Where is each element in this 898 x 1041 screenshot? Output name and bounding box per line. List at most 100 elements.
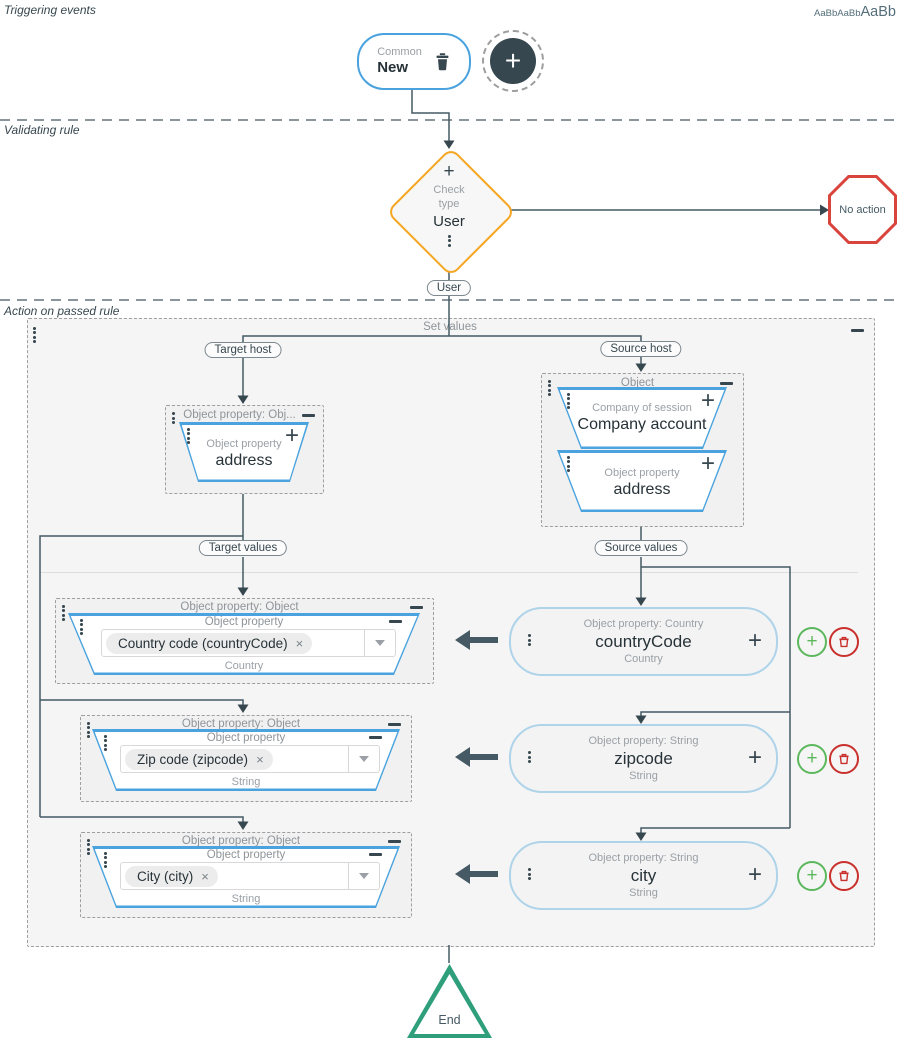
no-action-node[interactable]: No action [828,175,897,244]
remove-icon[interactable] [296,637,304,650]
end-node[interactable]: End [407,964,492,1038]
chip-label: Country code (countryCode) [118,635,288,651]
add-trigger-button[interactable]: + [482,30,544,92]
source-host-label: Source host [600,341,682,357]
remove-icon[interactable] [201,870,209,883]
node-menu-icon[interactable] [528,751,531,764]
drag-handle-icon[interactable] [87,722,90,738]
target-mapping-box[interactable]: Object property: Object Object property … [80,832,412,918]
collapse-icon[interactable] [720,382,733,385]
node-collapse-icon[interactable] [389,620,402,623]
collapse-icon[interactable] [410,606,423,609]
section-divider [0,119,898,121]
node-menu-icon[interactable] [567,393,570,409]
source-node-header: Object property: String [588,734,699,747]
container-drag-handle-icon[interactable] [33,327,36,343]
add-icon[interactable] [748,629,762,653]
dropdown-button[interactable] [348,863,379,889]
remove-icon[interactable] [256,753,264,766]
font-size-sample: AaBbAaBbAaBb [814,3,896,21]
add-icon[interactable] [748,746,762,770]
add-icon[interactable] [748,863,762,887]
property-select[interactable]: Country code (countryCode) [101,629,396,657]
object-property-node[interactable]: Object property address [557,450,727,512]
chip-label: Zip code (zipcode) [137,751,249,767]
node-datatype-label: Country [224,660,264,672]
delete-mapping-button[interactable] [829,861,859,891]
selected-property-chip[interactable]: City (city) [125,866,218,887]
dropdown-button[interactable] [364,630,395,656]
target-mapping-box[interactable]: Object property: Object Object property … [55,598,434,684]
node-datatype-label: String [231,776,261,788]
trigger-category: Common [377,45,422,58]
drag-handle-icon[interactable] [87,839,90,855]
selected-property-chip[interactable]: Zip code (zipcode) [125,749,273,770]
node-menu-icon[interactable] [528,634,531,647]
source-node-type: Country [624,653,663,666]
node-type-label: Object property [206,438,282,450]
property-select[interactable]: Zip code (zipcode) [120,745,380,773]
collapse-icon[interactable] [388,723,401,726]
drag-handle-icon[interactable] [62,605,65,621]
check-type-value: User [433,212,465,230]
node-collapse-icon[interactable] [369,853,382,856]
node-collapse-icon[interactable] [369,736,382,739]
source-value-node[interactable]: Object property: Country countryCode Cou… [509,607,778,676]
source-values-label: Source values [594,540,688,556]
box-title: Object property: Object [181,835,301,847]
check-menu-icon[interactable] [447,234,451,247]
target-mapping-box[interactable]: Object property: Object Object property … [80,715,412,802]
source-node-value: zipcode [614,748,673,768]
source-node-header: Object property: String [588,851,699,864]
source-node-type: String [629,770,658,783]
delete-mapping-button[interactable] [829,627,859,657]
chevron-down-icon [359,873,369,879]
delete-mapping-button[interactable] [829,744,859,774]
trigger-event-node[interactable]: Common New [357,33,471,90]
collapse-icon[interactable] [302,414,315,417]
target-host-box[interactable]: Object property: Obj... Object property … [165,405,324,494]
node-type-label: Object property [206,732,286,744]
drag-handle-icon[interactable] [548,380,551,396]
object-property-node[interactable]: Object property Country code (countryCod… [68,613,420,675]
node-value: Company account [577,416,707,433]
chevron-down-icon [359,756,369,762]
source-node-type: String [629,887,658,900]
node-type-label: Object property [604,467,680,479]
collapse-icon[interactable] [388,840,401,843]
source-host-box[interactable]: Object Company of session Company accoun… [541,373,744,527]
node-type-label: Object property [206,849,286,861]
add-mapping-button[interactable] [797,861,827,891]
add-mapping-button[interactable] [797,744,827,774]
assign-left-arrow-icon [452,743,498,771]
property-select[interactable]: City (city) [120,862,380,890]
trash-icon [839,753,849,765]
node-menu-icon[interactable] [567,456,570,472]
node-menu-icon[interactable] [104,852,107,868]
object-property-node[interactable]: Object property address [179,422,309,482]
delete-trigger-icon[interactable] [434,52,451,71]
node-menu-icon[interactable] [528,868,531,881]
trash-icon [839,870,849,882]
object-property-node[interactable]: Object property Zip code (zipcode) Strin… [92,729,400,791]
source-value-node[interactable]: Object property: String zipcode String [509,724,778,793]
no-action-label: No action [831,178,894,241]
selected-property-chip[interactable]: Country code (countryCode) [106,633,312,654]
dropdown-button[interactable] [348,746,379,772]
node-type-label: Company of session [592,402,692,414]
container-collapse-icon[interactable] [851,329,864,332]
plus-icon: + [490,38,536,84]
source-node-value: countryCode [595,631,692,651]
drag-handle-icon[interactable] [172,412,175,425]
company-of-session-node[interactable]: Company of session Company account [557,387,727,449]
source-value-node[interactable]: Object property: String city String [509,841,778,910]
add-condition-icon[interactable]: + [443,161,455,182]
add-mapping-button[interactable] [797,627,827,657]
object-property-node[interactable]: Object property City (city) String [92,846,400,908]
box-title: Object property: Obj... [183,409,296,421]
trash-icon [839,636,849,648]
section-label-validating-rule: Validating rule [4,123,80,137]
node-menu-icon[interactable] [187,428,190,444]
